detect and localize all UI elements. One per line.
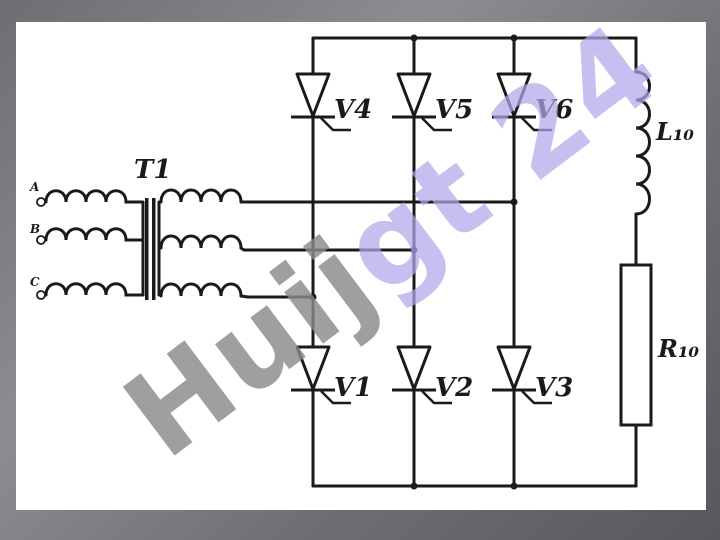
label-l10: L₁₀ — [655, 117, 694, 146]
terminal-a — [36, 197, 46, 207]
junction-dots — [309, 34, 518, 490]
thyristor-v4 — [289, 72, 353, 132]
thyristor-v6 — [490, 72, 554, 132]
terminal-c — [36, 290, 46, 300]
label-v4: V4 — [334, 95, 372, 125]
terminal-b — [36, 235, 46, 245]
phase-label-b: B — [29, 222, 40, 236]
three-phase-bridge-rectifier-diagram: A B C T1 V4 V5 V6 V1 V2 V3 L₁₀ R₁₀ — [29, 22, 699, 490]
label-v2: V2 — [435, 373, 473, 403]
phase-label-a: A — [29, 180, 39, 194]
input-terminals: A B C — [29, 180, 46, 300]
thyristor-v1 — [289, 345, 353, 405]
slide-canvas: A B C T1 V4 V5 V6 V1 V2 V3 L₁₀ R₁₀ — [16, 22, 706, 510]
thyristor-v3 — [490, 345, 554, 405]
watermark-text: Huijgt 24 — [100, 22, 684, 484]
label-v6: V6 — [535, 95, 573, 125]
transformer-t1 — [44, 188, 243, 300]
label-v5: V5 — [435, 95, 473, 125]
resistor-r10 — [619, 263, 653, 427]
label-v1: V1 — [334, 373, 372, 403]
phase-label-c: C — [30, 275, 40, 289]
label-r10: R₁₀ — [657, 334, 699, 363]
secondary-connections — [239, 200, 516, 299]
transformer-label: T1 — [134, 155, 171, 185]
thyristor-v5 — [390, 72, 454, 132]
label-v3: V3 — [535, 373, 573, 403]
thyristor-v2 — [390, 345, 454, 405]
inductor-l10 — [634, 70, 651, 216]
